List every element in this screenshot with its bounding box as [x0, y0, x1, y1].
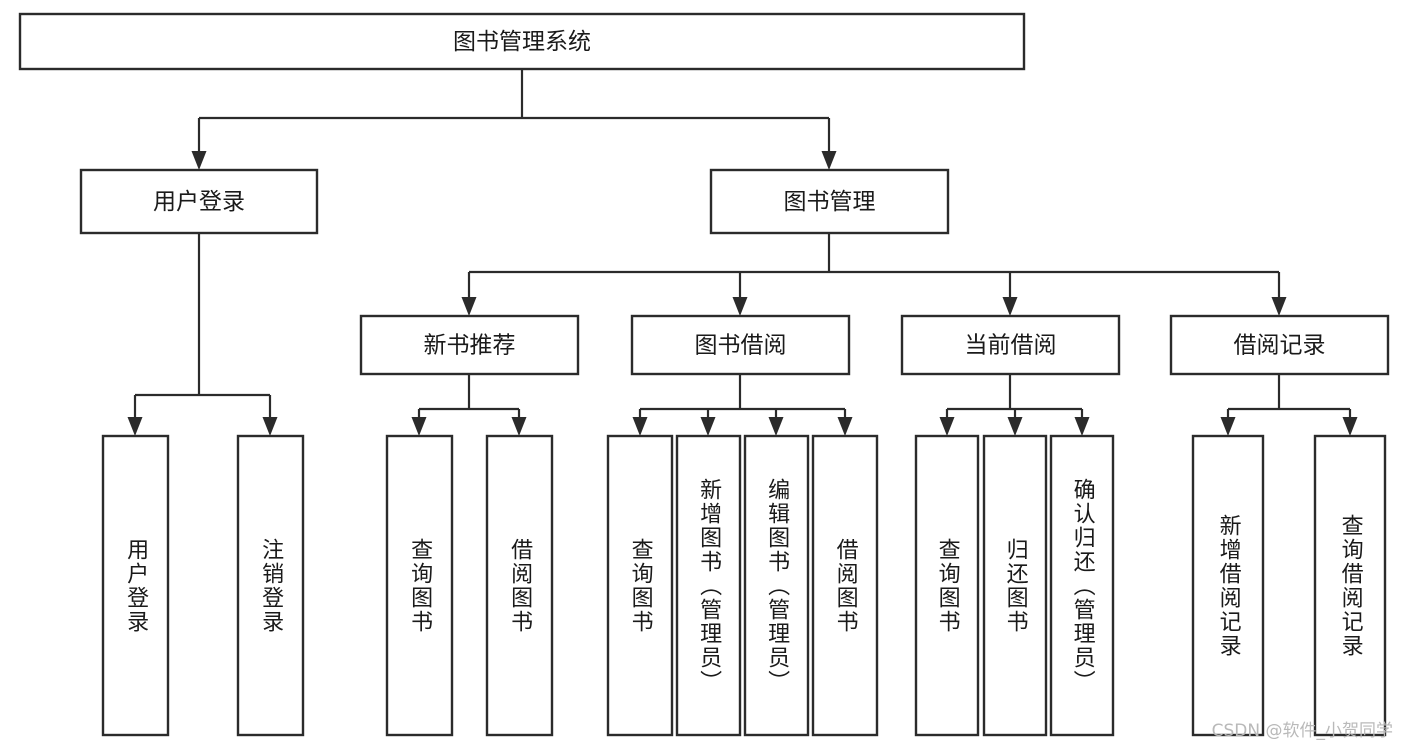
node-leaf-2[interactable] [385, 434, 454, 737]
arrow-head-current-to-leaves-1 [1007, 417, 1023, 436]
node-box-leaf-0[interactable] [101, 434, 170, 737]
node-leaf-9[interactable] [982, 434, 1048, 737]
node-box-level1-1[interactable] [709, 168, 950, 235]
node-box-leaf-10[interactable] [1049, 434, 1115, 737]
node-box-root-0[interactable] [18, 12, 1026, 71]
connector-layer [127, 69, 1358, 436]
node-leaf-0[interactable] [101, 434, 170, 737]
node-leaf-12[interactable] [1313, 434, 1387, 737]
node-label-level2-1: 图书借阅 [695, 333, 787, 359]
node-box-leaf-3[interactable] [485, 434, 554, 737]
node-label-level1-0: 用户登录 [153, 189, 245, 215]
node-box-level2-1[interactable] [630, 314, 851, 376]
node-leaf-4[interactable] [606, 434, 674, 737]
arrow-head-record-to-leaves-1 [1342, 417, 1358, 436]
arrow-head-borrow-to-leaves-1 [700, 417, 716, 436]
arrow-head-root-to-level1-1 [821, 151, 837, 170]
node-label-level2-0: 新书推荐 [424, 333, 516, 359]
node-level2-1[interactable]: 图书借阅 [630, 314, 851, 376]
node-box-leaf-8[interactable] [914, 434, 980, 737]
node-box-level2-3[interactable] [1169, 314, 1390, 376]
arrow-head-current-to-leaves-2 [1074, 417, 1090, 436]
node-label-level2-3: 借阅记录 [1234, 333, 1326, 359]
node-leaf-5[interactable] [675, 434, 742, 737]
node-box-level2-2[interactable] [900, 314, 1121, 376]
node-box-leaf-11[interactable] [1191, 434, 1265, 737]
node-leaf-8[interactable] [914, 434, 980, 737]
node-label-root-0: 图书管理系统 [453, 29, 591, 55]
node-level2-2[interactable]: 当前借阅 [900, 314, 1121, 376]
node-box-leaf-4[interactable] [606, 434, 674, 737]
node-box-leaf-12[interactable] [1313, 434, 1387, 737]
node-leaf-6[interactable] [743, 434, 810, 737]
node-box-level1-0[interactable] [79, 168, 319, 235]
node-leaf-3[interactable] [485, 434, 554, 737]
node-leaf-1[interactable] [236, 434, 305, 737]
arrow-head-bookmgmt-to-level2-3 [1271, 297, 1287, 316]
node-leaf-7[interactable] [811, 434, 879, 737]
node-box-leaf-6[interactable] [743, 434, 810, 737]
arrow-head-root-to-level1-0 [191, 151, 207, 170]
node-box-leaf-5[interactable] [675, 434, 742, 737]
node-level1-1[interactable]: 图书管理 [709, 168, 950, 235]
arrow-head-borrow-to-leaves-0 [632, 417, 648, 436]
arrow-head-record-to-leaves-0 [1220, 417, 1236, 436]
node-box-leaf-2[interactable] [385, 434, 454, 737]
arrow-head-newbook-to-leaves-1 [511, 417, 527, 436]
watermark: CSDN @软件_小贺同学 [1211, 721, 1393, 741]
arrow-head-current-to-leaves-0 [939, 417, 955, 436]
node-box-leaf-1[interactable] [236, 434, 305, 737]
node-box-leaf-7[interactable] [811, 434, 879, 737]
node-leaf-11[interactable] [1191, 434, 1265, 737]
arrow-head-bookmgmt-to-level2-2 [1002, 297, 1018, 316]
node-box-leaf-9[interactable] [982, 434, 1048, 737]
node-label-level2-2: 当前借阅 [965, 333, 1057, 359]
node-label-level1-1: 图书管理 [784, 189, 876, 215]
node-box-level2-0[interactable] [359, 314, 580, 376]
arrow-head-newbook-to-leaves-0 [411, 417, 427, 436]
node-leaf-10[interactable] [1049, 434, 1115, 737]
node-root-0[interactable]: 图书管理系统 [18, 12, 1026, 71]
arrow-head-userlogin-to-leaves-1 [262, 417, 278, 436]
node-level2-3[interactable]: 借阅记录 [1169, 314, 1390, 376]
node-level1-0[interactable]: 用户登录 [79, 168, 319, 235]
arrow-head-bookmgmt-to-level2-1 [732, 297, 748, 316]
arrow-head-borrow-to-leaves-3 [837, 417, 853, 436]
arrow-head-bookmgmt-to-level2-0 [461, 297, 477, 316]
arrow-head-userlogin-to-leaves-0 [127, 417, 143, 436]
arrow-head-borrow-to-leaves-2 [768, 417, 784, 436]
node-level2-0[interactable]: 新书推荐 [359, 314, 580, 376]
